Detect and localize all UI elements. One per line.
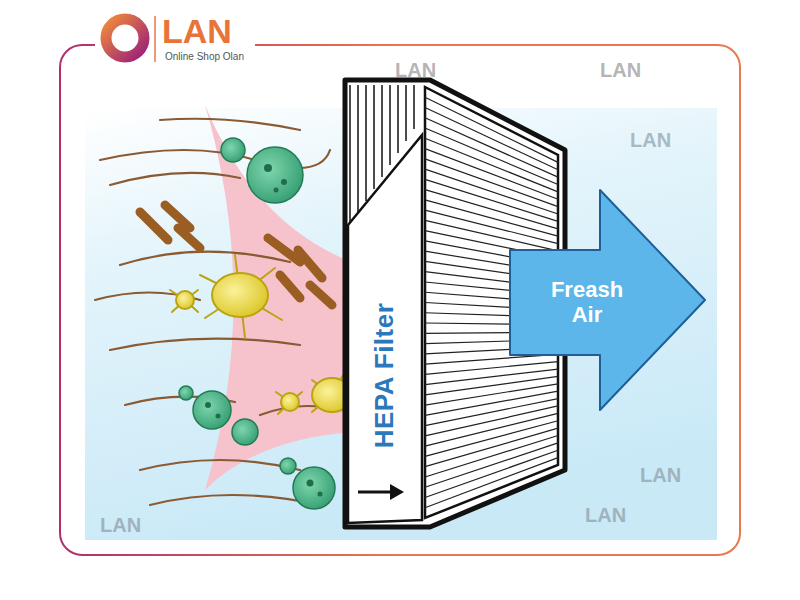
background [85, 108, 717, 540]
virus-spots [205, 164, 323, 497]
watermark: LAN [395, 60, 436, 80]
fresh-air-arrow: Freash Air [505, 185, 710, 415]
hairs [95, 119, 340, 505]
logo-tagline: Online Shop Olan [165, 52, 244, 62]
watermark: LAN [630, 130, 671, 150]
logo-text: LAN [162, 14, 232, 48]
logo-ring [106, 19, 144, 57]
logo-ground [95, 10, 255, 65]
frame [60, 45, 740, 555]
watermark: LAN [600, 60, 641, 80]
watermark: LAN [100, 515, 141, 535]
air-cone [205, 105, 352, 490]
watermark: LAN [640, 465, 681, 485]
mites [170, 255, 352, 418]
watermark: LAN [585, 505, 626, 525]
filter-label: HEPA Filter [370, 302, 401, 448]
arrow-label: Freash Air [541, 277, 633, 328]
viruses [179, 138, 335, 509]
logo-divider [154, 16, 156, 62]
